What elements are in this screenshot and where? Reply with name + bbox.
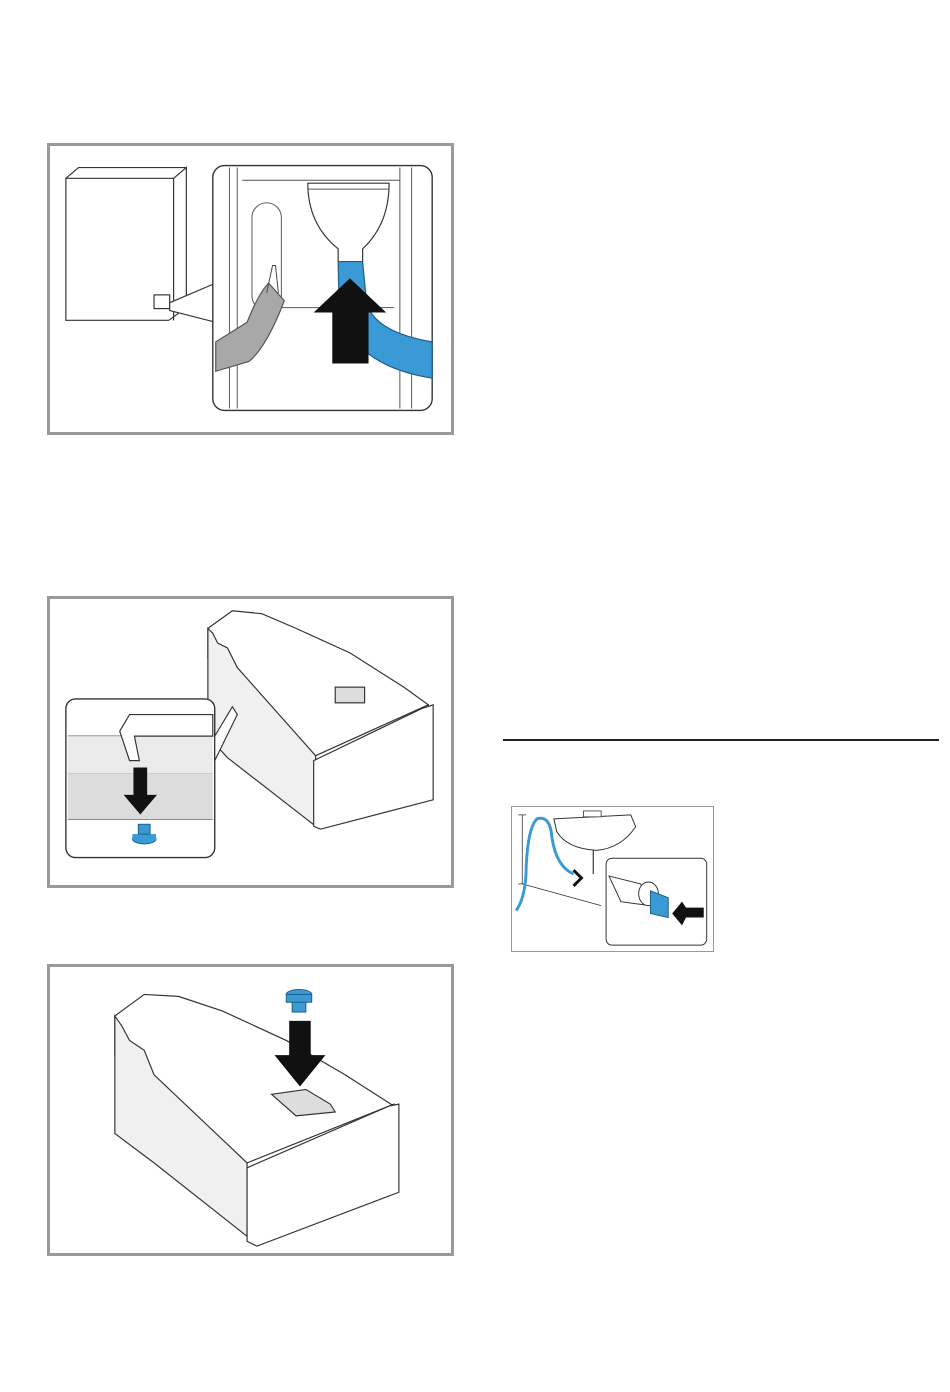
sink-drain-figure [511,806,714,952]
drain-hose-figure [47,143,454,435]
dispenser-drawer-insert-plug-icon [50,967,451,1253]
dispenser-drawer-remove-plug-icon [50,599,451,885]
drawer-insert-plug-figure [47,964,454,1256]
section-divider [503,739,939,741]
sink-drain-siphon-icon [512,807,713,951]
drawer-remove-plug-figure [47,596,454,888]
drain-hose-connect-icon [50,146,451,432]
